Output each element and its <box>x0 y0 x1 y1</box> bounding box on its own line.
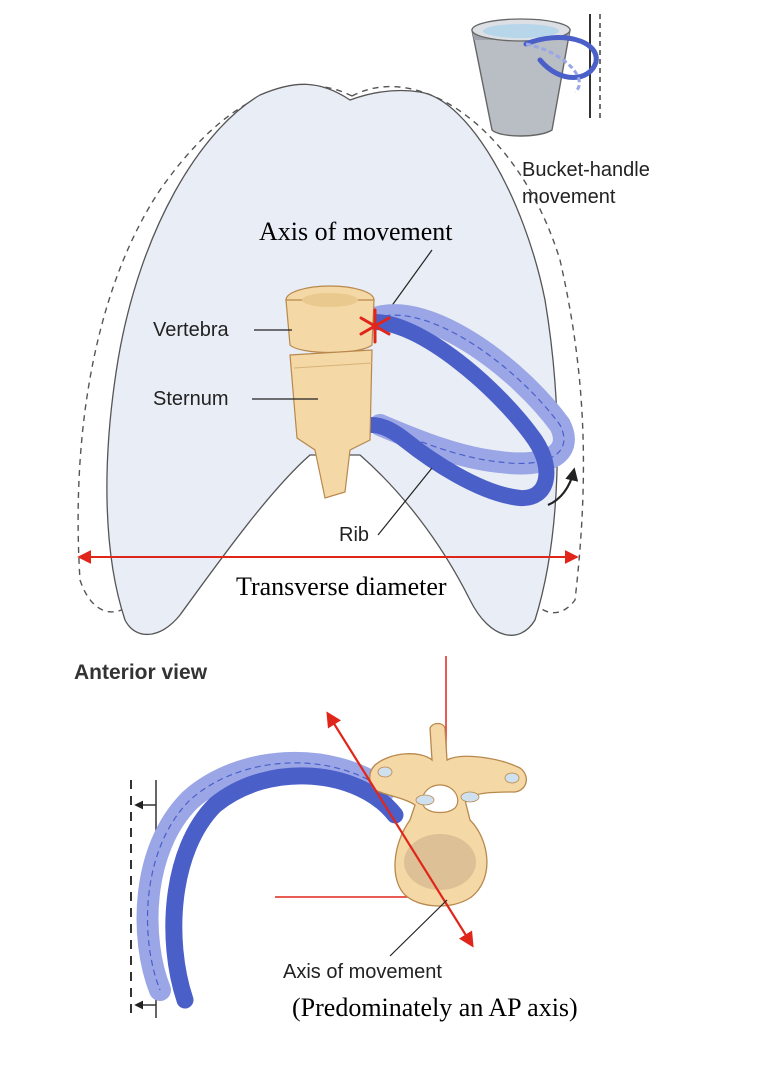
rib-leader <box>377 467 433 536</box>
rib-resting <box>364 314 555 506</box>
vertebra <box>285 285 375 354</box>
bucket-handle-label-line1: Bucket-handle <box>522 159 650 181</box>
motion-arrow-icon <box>547 467 579 507</box>
axis-of-movement-top-label: Axis of movement <box>259 217 453 246</box>
thorax-anterior-figure: Bucket-handle movement Axis of movement … <box>77 14 650 636</box>
transverse-diameter-label: Transverse diameter <box>236 572 447 601</box>
bucket-handle-label-line2: movement <box>522 186 616 208</box>
asterisk-marker <box>359 308 391 344</box>
bucket-icon <box>471 14 601 137</box>
axis-of-movement-bottom-label: Axis of movement <box>283 961 442 983</box>
rib-label: Rib <box>339 524 369 546</box>
axis-of-movement-arrow <box>326 711 474 948</box>
sternum-label: Sternum <box>153 388 229 410</box>
axis-bottom-leader <box>389 899 448 957</box>
rib-elevated-outline <box>374 314 565 465</box>
sternum <box>289 349 373 499</box>
vertebra-label: Vertebra <box>153 319 229 341</box>
axis-note-label: (Predominately an AP axis) <box>292 993 578 1022</box>
superior-view-figure: Axis of movement (Predominately an AP ax… <box>130 656 578 1022</box>
anterior-view-caption: Anterior view <box>74 661 208 684</box>
